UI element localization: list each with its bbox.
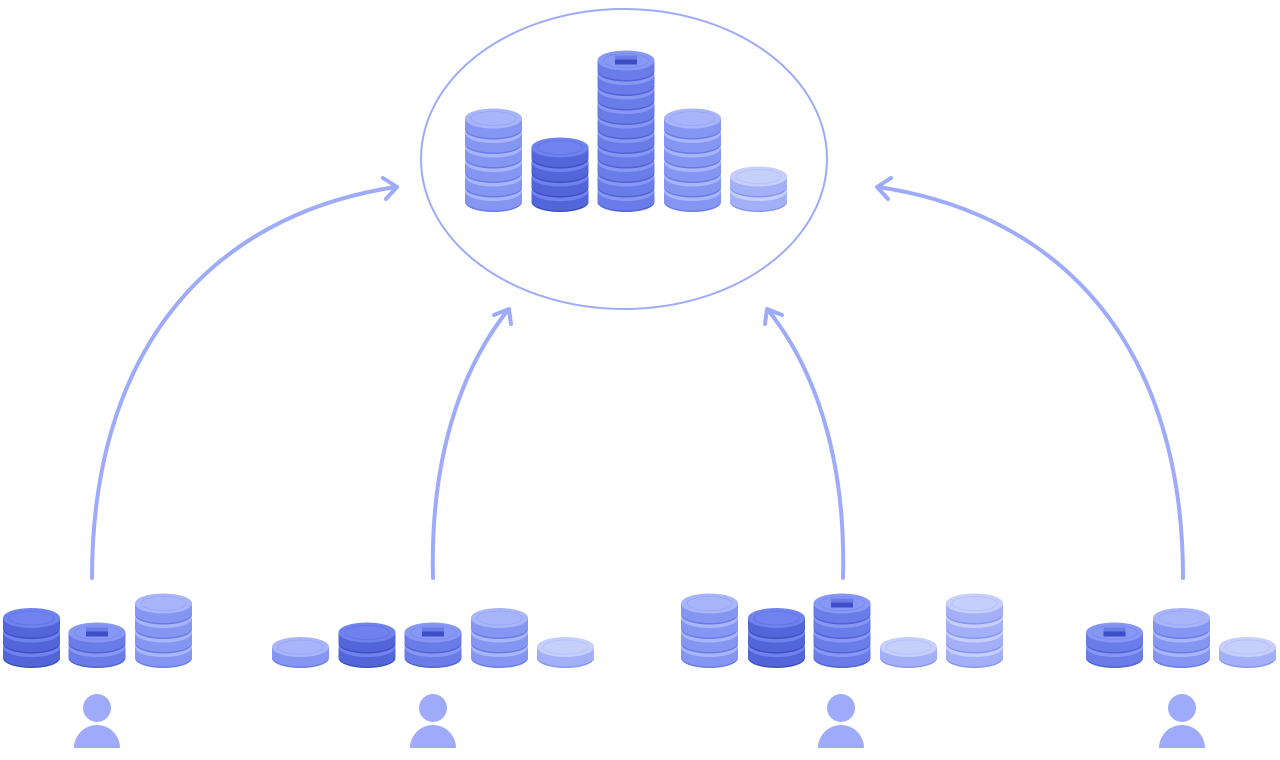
contributor-stack: [537, 637, 594, 668]
contributor-stack: [880, 637, 937, 668]
contributor-stack: [1153, 608, 1210, 668]
coin: [597, 50, 655, 82]
pool-stack: [465, 108, 522, 212]
contributor-coin-stacks: [3, 593, 1276, 668]
contributor-stack: [471, 608, 528, 668]
coin: [664, 108, 721, 140]
arrow-3-head-icon: [763, 307, 784, 326]
arrow-2: [430, 308, 510, 580]
contributor-2: [272, 608, 594, 668]
contributor-1: [3, 593, 192, 668]
person-icon: [818, 694, 864, 748]
arrow-2-head-icon: [492, 307, 513, 326]
person-icon: [1159, 694, 1205, 748]
pool-stack: [730, 166, 787, 212]
contributor-stack: [748, 608, 805, 668]
person-icon: [410, 694, 456, 748]
contributor-stack: [681, 593, 738, 668]
coin: [946, 593, 1003, 625]
coin: [135, 593, 192, 625]
contributor-stack: [68, 622, 126, 668]
contributor-stack: [3, 608, 60, 668]
pool-stack: [597, 50, 655, 212]
pool-circle: [420, 8, 828, 310]
person-icon: [74, 694, 120, 748]
coin: [813, 593, 871, 625]
contributor-3: [681, 593, 1003, 668]
coin-marker-icon: [831, 598, 853, 608]
coin: [681, 593, 738, 625]
coin-marker-icon: [615, 55, 637, 65]
contributor-stack: [946, 593, 1003, 668]
contributors: [74, 694, 1205, 748]
coin: [465, 108, 522, 140]
contributor-stack: [338, 622, 396, 668]
arrow-1: [90, 185, 398, 580]
pool-stack: [531, 137, 589, 212]
coin-marker-icon: [422, 627, 444, 637]
arrow-4: [876, 185, 1185, 580]
contributor-stack: [1086, 622, 1143, 668]
coin: [1086, 622, 1143, 654]
arrow-4-head-icon: [875, 176, 893, 201]
contributor-stack: [404, 622, 462, 668]
coin: [68, 622, 126, 654]
coin: [880, 637, 937, 668]
coin: [730, 166, 787, 198]
contributor-4: [1086, 608, 1276, 668]
coin: [272, 637, 329, 668]
contributor-stack: [1219, 637, 1276, 668]
contributor-stack: [272, 637, 329, 668]
coin: [1219, 637, 1276, 668]
coin-marker-icon: [1103, 627, 1126, 637]
coin: [3, 608, 60, 639]
coin-marker-icon: [86, 627, 108, 637]
pool-stack: [664, 108, 721, 212]
arrow-1-head-icon: [381, 176, 399, 201]
coin: [404, 622, 462, 654]
coin: [471, 608, 528, 639]
coin: [748, 608, 805, 639]
coin: [338, 622, 396, 654]
pool-coin-stacks: [465, 50, 787, 212]
coin: [537, 637, 594, 668]
contributor-stack: [135, 593, 192, 668]
coin: [1153, 608, 1210, 639]
coin: [531, 137, 589, 169]
contributor-stack: [813, 593, 871, 668]
arrow-3: [766, 308, 846, 580]
